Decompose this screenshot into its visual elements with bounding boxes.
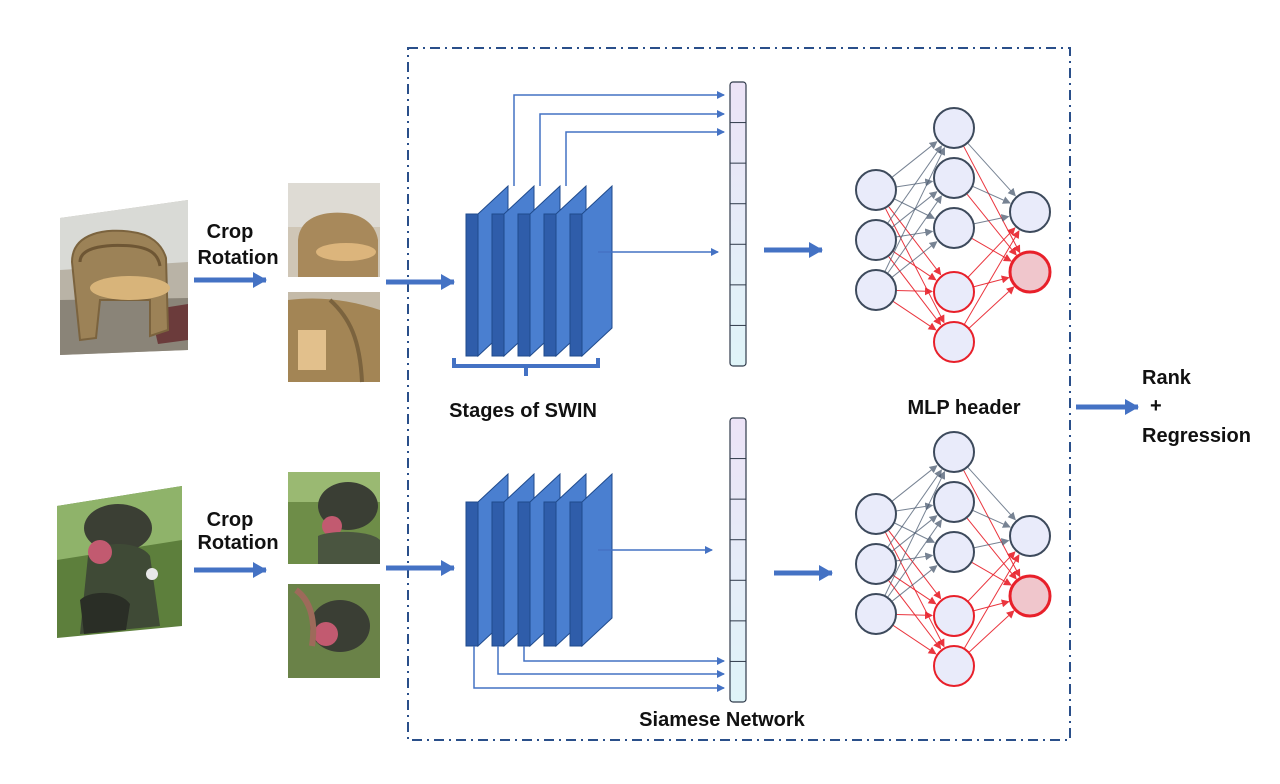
mlp-input-node [855,593,897,635]
soldier-crop-patch-2 [288,584,380,678]
mlp-connection [967,142,1016,197]
swin-stages-top [465,184,613,358]
stage-connectors-top [513,91,725,256]
mlp-connection [967,227,1016,278]
mlp-connection [887,195,942,274]
chair-photo [60,200,188,355]
swin-stage-block [491,501,505,647]
mlp-connection [887,255,942,326]
swin-stage-block [543,501,557,647]
mlp-input-node [855,543,897,585]
chair-crop-patch-1 [288,183,380,277]
output-regression-label: Regression [1142,425,1251,447]
swin-stage-block [569,213,583,357]
mlp-connection [895,611,934,620]
mlp-connection [892,250,937,281]
stages-of-swin-label: Stages of SWIN [449,400,597,422]
rotation-label-bottom: Rotation [197,532,278,554]
mlp-output-node [1008,250,1052,294]
swin-stage-block [465,213,479,357]
mlp-connection [893,522,936,543]
soldier-crop-patch-1 [288,472,380,564]
mlp-connection [891,565,938,602]
feature-vector-icon [729,417,747,703]
mlp-connection [968,286,1015,329]
swin-stage-block [491,213,505,357]
mlp-connection [895,502,934,512]
mlp-connection [895,178,934,188]
mlp-connection [887,579,942,650]
mlp-connection [887,529,942,600]
swin-stage-block [517,501,531,647]
mlp-connection [973,275,1010,288]
mlp-connection [963,230,1020,325]
mlp-input-node [855,269,897,311]
mlp-connection [892,624,937,655]
mlp-header-top [855,107,1052,363]
stage-connectors-bottom [473,546,725,692]
siamese-network-label: Siamese Network [639,709,806,731]
swin-stage-block [517,213,531,357]
feature-vector-icon [729,81,747,367]
mlp-output-node [1009,515,1051,557]
mlp-connection [971,561,1012,586]
mlp-connection [891,241,938,278]
mlp-hidden-node [933,595,975,637]
mlp-connection [887,145,942,224]
mlp-hidden-node [933,157,975,199]
mlp-connection [966,517,1017,580]
mlp-connection [971,237,1012,262]
mlp-connection [892,574,937,605]
mlp-connection [973,538,1010,549]
mlp-hidden-node [933,271,975,313]
mlp-header-bottom [855,431,1052,687]
mlp-input-node [855,219,897,261]
mlp-connection [973,599,1010,612]
swin-stages-bottom [465,472,613,648]
swin-stage-block [543,213,557,357]
rotation-label-top: Rotation [197,247,278,269]
mlp-connection [887,469,942,548]
mlp-output-node [1008,574,1052,618]
mlp-connection [895,287,934,296]
mlp-output-node [1009,191,1051,233]
mlp-connection [972,185,1011,204]
mlp-connection [966,193,1017,256]
mlp-connection [884,146,946,273]
mlp-connection [884,470,946,597]
mlp-hidden-node [933,431,975,473]
mlp-connection [972,509,1011,528]
mlp-connection [967,551,1016,602]
mlp-connection [891,141,938,178]
mlp-connection [887,519,942,598]
mlp-hidden-node [933,107,975,149]
mlp-connection [887,205,942,276]
mlp-input-node [855,493,897,535]
mlp-connection [968,610,1015,653]
mlp-connection [893,198,936,219]
mlp-connection [967,466,1016,521]
output-plus-label: + [1150,395,1162,417]
mlp-connection [891,465,938,502]
mlp-connection [973,214,1010,225]
soldier-photo [57,486,182,638]
mlp-hidden-node [933,321,975,363]
output-rank-label: Rank [1142,367,1192,389]
mlp-connection [963,554,1020,649]
mlp-hidden-node [933,531,975,573]
mlp-connection [892,300,937,331]
siamese-network-frame [407,47,1071,741]
swin-stage-block [569,501,583,647]
stages-brace [452,358,600,376]
mlp-hidden-node [933,481,975,523]
crop-label-top: Crop [207,221,254,243]
mlp-input-node [855,169,897,211]
chair-crop-patch-2 [288,292,380,383]
mlp-hidden-node [933,207,975,249]
crop-label-bottom: Crop [207,509,254,531]
mlp-hidden-node [933,645,975,687]
mlp-header-label: MLP header [908,397,1021,419]
swin-stage-block [465,501,479,647]
